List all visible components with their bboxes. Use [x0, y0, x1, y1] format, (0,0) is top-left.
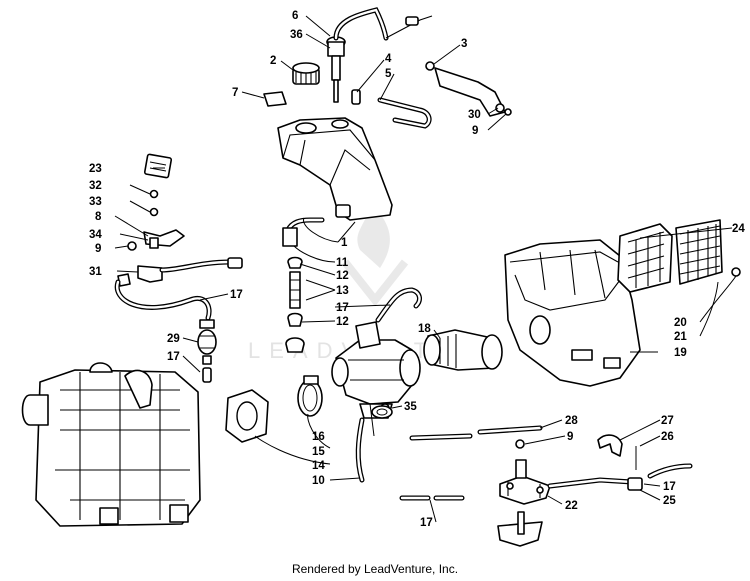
clamp-ring — [371, 405, 393, 419]
callout-32: 32 — [89, 180, 102, 192]
callout-16: 16 — [312, 431, 325, 443]
callout-3: 3 — [461, 38, 467, 50]
callout-9-petcock: 9 — [95, 243, 101, 255]
pump-hoses — [399, 425, 693, 501]
engine-assembly — [21, 362, 201, 527]
filler-gasket — [263, 91, 287, 107]
callout-33: 33 — [89, 196, 102, 208]
tank-fuel-line — [282, 217, 325, 353]
callout-24: 24 — [732, 223, 745, 235]
fuel-cap — [292, 62, 320, 85]
callout-labels: 6 36 2 7 4 5 3 30 9 23 32 33 8 34 9 31 1… — [89, 10, 745, 529]
callout-15: 15 — [312, 446, 325, 458]
callout-12-top: 12 — [336, 270, 349, 282]
callout-2: 2 — [270, 55, 276, 67]
callout-9-bracket: 9 — [472, 125, 478, 137]
callout-17-carb: 17 — [336, 302, 349, 314]
callout-5: 5 — [385, 68, 392, 80]
callout-29: 29 — [167, 333, 180, 345]
vent-hose-assembly — [351, 89, 432, 129]
callout-17-filter: 17 — [167, 351, 180, 363]
fuel-tank — [277, 117, 393, 221]
fuel-filter — [114, 279, 217, 383]
pump-fittings — [597, 434, 643, 491]
callout-1: 1 — [341, 237, 348, 249]
callout-22: 22 — [565, 500, 578, 512]
intake-boot — [423, 329, 503, 371]
carb-clamp — [297, 375, 323, 417]
callout-21: 21 — [674, 331, 687, 343]
leader-lines — [114, 15, 737, 523]
callout-7: 7 — [232, 87, 238, 99]
callout-9-pump: 9 — [567, 431, 573, 443]
callout-12-bottom: 12 — [336, 316, 349, 328]
callout-20: 20 — [674, 317, 687, 329]
callout-23: 23 — [89, 163, 102, 175]
callout-19: 19 — [674, 347, 687, 359]
callout-26: 26 — [661, 431, 674, 443]
callout-28: 28 — [565, 415, 578, 427]
callout-8: 8 — [95, 211, 102, 223]
callout-11: 11 — [336, 257, 349, 269]
air-silencer-box — [504, 239, 641, 387]
callout-14: 14 — [312, 460, 325, 472]
callout-30: 30 — [468, 109, 481, 121]
callout-17-pump-right: 17 — [663, 481, 676, 493]
callout-17-pump-left: 17 — [420, 517, 433, 529]
footer-credit: Rendered by LeadVenture, Inc. — [291, 562, 459, 576]
callout-31: 31 — [89, 266, 102, 278]
watermark-logo — [341, 200, 409, 307]
carburetor — [331, 321, 421, 419]
callout-4: 4 — [385, 53, 392, 65]
callout-13: 13 — [336, 285, 349, 297]
callout-34: 34 — [89, 229, 102, 241]
callout-25: 25 — [663, 495, 676, 507]
tank-bracket — [425, 61, 512, 117]
callout-6: 6 — [292, 10, 298, 22]
callout-17-filter-hose: 17 — [230, 289, 243, 301]
intake-flange — [225, 389, 269, 443]
fuel-pump — [497, 439, 551, 547]
callout-18: 18 — [418, 323, 431, 335]
callout-36: 36 — [290, 29, 303, 41]
petcock-assembly — [117, 153, 243, 287]
air-filter-screen — [617, 219, 741, 293]
fuel-gauge-sender — [326, 7, 433, 103]
callout-35: 35 — [404, 401, 417, 413]
callout-10: 10 — [312, 475, 325, 487]
callout-27: 27 — [661, 415, 674, 427]
